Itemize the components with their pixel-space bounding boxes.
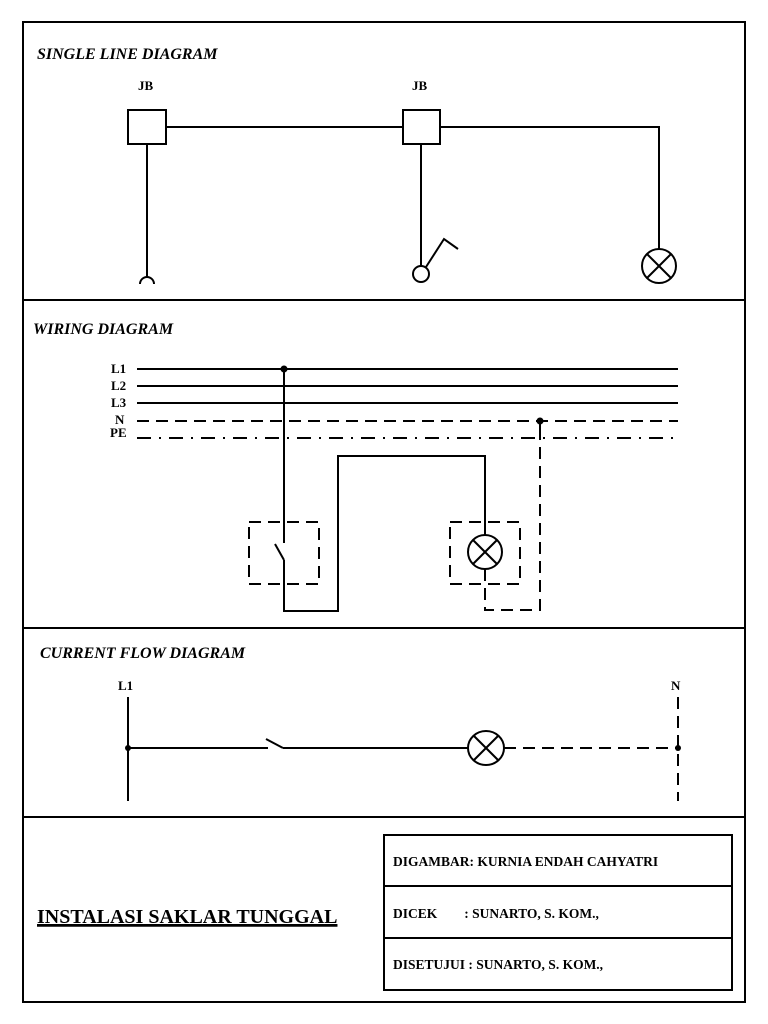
line-label-l1: L1 [118,678,133,693]
lamp-icon [467,730,505,766]
approval-row-drawn-by: DIGAMBAR: KURNIA ENDAH CAHYATRI [393,854,658,869]
current-flow-diagram-title: CURRENT FLOW DIAGRAM [40,645,246,662]
wiring-diagram: WIRING DIAGRAM L1 L2 L3 N PE [33,321,678,612]
switch-icon-lever [425,237,459,268]
title-block: INSTALASI SAKLAR TUNGGAL DIGAMBAR: KURNI… [37,834,733,991]
junction-box-2 [402,109,441,145]
wire-jb2-lamp [440,126,660,250]
outer-frame [22,21,746,1003]
wire-switch-lamp [283,455,486,612]
socket-outlet-icon [139,276,155,285]
wiring-diagram-title: WIRING DIAGRAM [33,321,174,338]
conductor-label-l3: L3 [111,395,127,410]
junction-box-1 [127,109,167,145]
lamp-enclosure [449,521,521,585]
conductor-label-l1: L1 [111,361,126,376]
switch-icon-circle [412,265,430,283]
wire-lamp-neutral [484,438,541,611]
single-line-diagram: SINGLE LINE DIAGRAM JB JB [37,46,677,285]
conductor-label-l2: L2 [111,378,126,393]
approval-table [383,834,733,991]
drawing-title: INSTALASI SAKLAR TUNGGAL [37,906,337,928]
conductor-label-n: N [115,412,125,427]
neutral-label-n: N [671,678,681,693]
single-line-diagram-title: SINGLE LINE DIAGRAM [37,46,218,63]
lamp-icon [467,534,503,570]
switch-contact-icon [274,543,285,561]
jb-label-2: JB [412,78,428,93]
switch-enclosure [248,521,320,585]
switch-icon [265,738,284,749]
approval-row-checked-by: DICEK : SUNARTO, S. KOM., [393,906,599,921]
jb-label-1: JB [138,78,154,93]
conductor-label-pe: PE [110,425,127,440]
approval-row-approved-by: DISETUJUI : SUNARTO, S. KOM., [393,957,603,972]
current-flow-diagram: CURRENT FLOW DIAGRAM L1 N [40,645,681,801]
lamp-icon [641,248,677,284]
junction-dot-n-flow [675,745,681,751]
